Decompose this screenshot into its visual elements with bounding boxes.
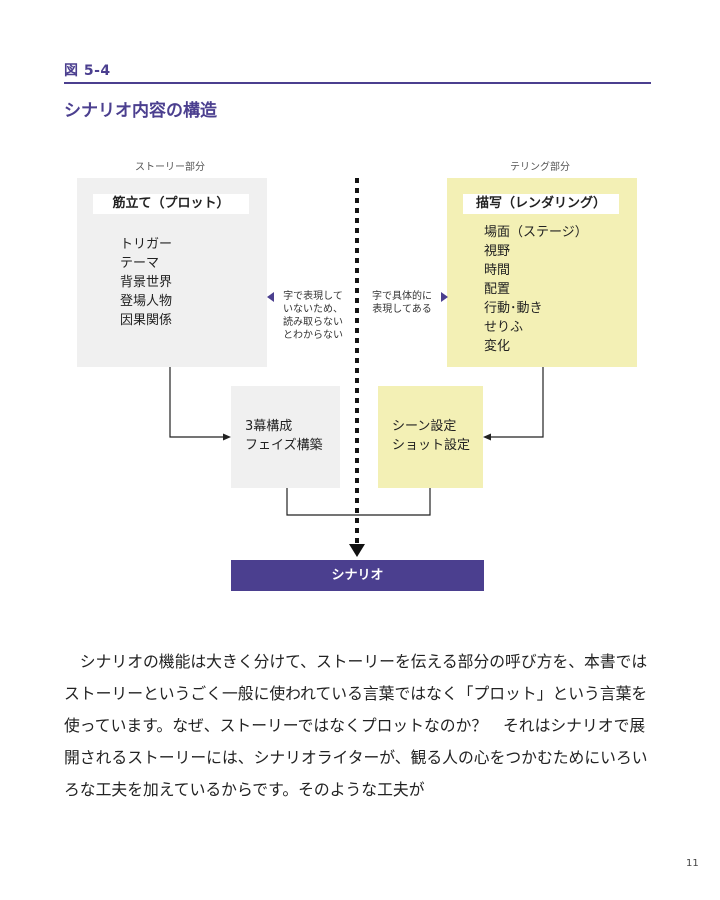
bottom-bracket [286,488,431,516]
list-item: ショット設定 [392,438,471,453]
list-item: 配置 [484,282,511,297]
list-item: 変化 [484,339,511,354]
telling-section-label: テリング部分 [510,162,570,173]
structure-box-lines: 3幕構成 フェイズ構築 [245,417,323,455]
scenario-result-bar: シナリオ [231,560,484,591]
list-item: 登場人物 [120,294,173,309]
rendering-items-list: 場面（ステージ） 視野 時間 配置 行動･動き せりふ 変化 [484,223,588,356]
left-connector-arrowhead [223,433,231,441]
body-text: シナリオの機能は大きく分けて、ストーリーを伝える部分の呼び方を、本書ではストーリ… [64,646,656,806]
list-item: 時間 [484,263,511,278]
left-connector [169,367,224,438]
figure-rule [64,82,651,84]
list-item: 背景世界 [120,275,173,290]
right-note: 字で具体的に 表現してある [366,290,438,316]
list-item: テーマ [120,256,160,271]
note-line: 表現してある [372,304,432,315]
list-item: せりふ [484,320,524,335]
page-number: 11 [686,858,699,869]
note-line: とわからない [283,330,343,341]
rendering-box-title: 描写（レンダリング） [463,194,619,214]
story-section-label: ストーリー部分 [135,162,205,173]
note-line: 字で具体的に [372,291,432,302]
list-item: 場面（ステージ） [484,225,588,240]
scene-setting-box-lines: シーン設定 ショット設定 [392,417,470,455]
scene-setting-box: シーン設定 ショット設定 [378,386,483,488]
list-item: トリガー [120,237,173,252]
plot-items-list: トリガー テーマ 背景世界 登場人物 因果関係 [120,235,172,330]
list-item: フェイズ構築 [245,438,323,453]
list-item: 3幕構成 [245,419,293,434]
list-item: 視野 [484,244,511,259]
center-arrowhead [349,544,365,557]
list-item: 行動･動き [484,301,543,316]
left-note-arrow-icon [267,292,274,302]
body-paragraph: シナリオの機能は大きく分けて、ストーリーを伝える部分の呼び方を、本書ではストーリ… [64,652,648,799]
right-connector [490,367,544,438]
right-connector-arrowhead [483,433,491,441]
list-item: 因果関係 [120,313,173,328]
note-line: いないため、 [283,304,343,315]
figure-title: シナリオ内容の構造 [64,101,217,121]
rendering-box: 描写（レンダリング） 場面（ステージ） 視野 時間 配置 行動･動き せりふ 変… [447,178,637,367]
plot-box-title: 筋立て（プロット） [93,194,249,214]
plot-box: 筋立て（プロット） トリガー テーマ 背景世界 登場人物 因果関係 [77,178,267,367]
figure-number: 図 5-4 [64,63,111,79]
note-line: 読み取らない [283,317,343,328]
list-item: シーン設定 [392,419,457,434]
note-line: 字で表現して [283,291,343,302]
left-note: 字で表現して いないため、 読み取らない とわからない [279,290,347,342]
structure-box: 3幕構成 フェイズ構築 [231,386,340,488]
right-note-arrow-icon [441,292,448,302]
